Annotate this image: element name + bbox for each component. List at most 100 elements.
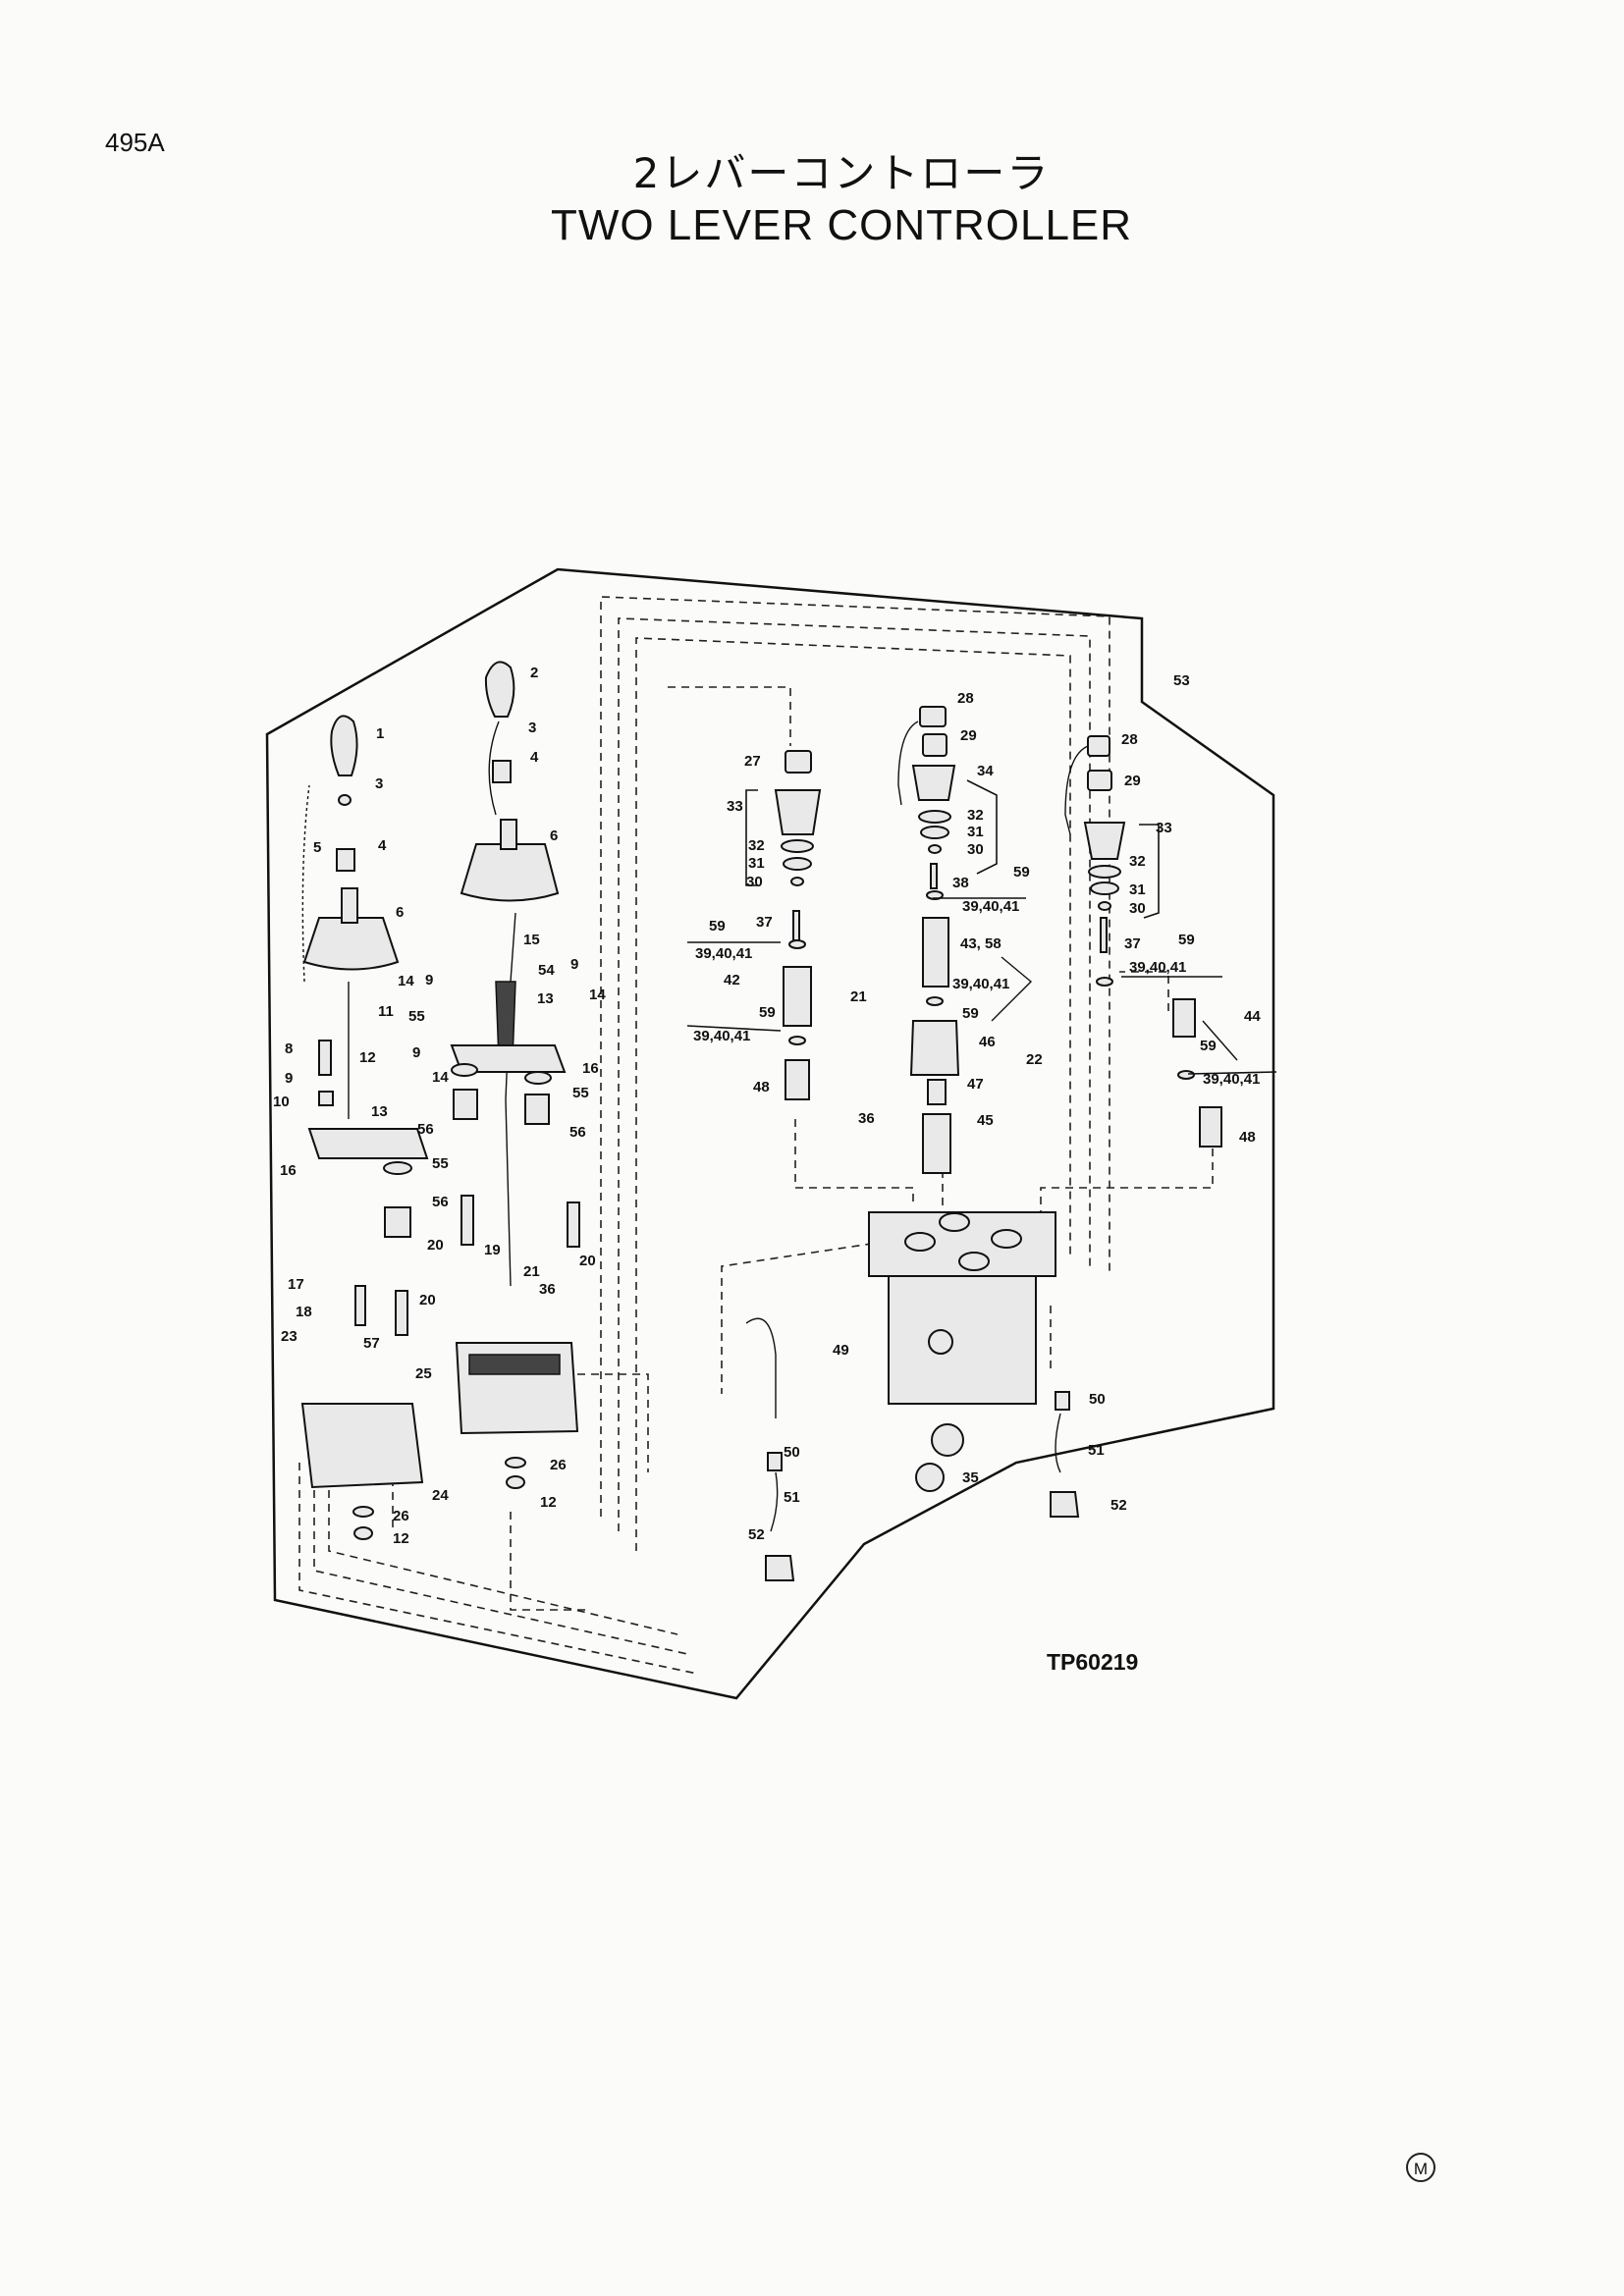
- callout: 12: [540, 1494, 557, 1511]
- right-lever-assembly: [450, 661, 580, 1489]
- callout: 46: [979, 1034, 996, 1050]
- callout: 52: [1110, 1497, 1127, 1514]
- grip-1: [330, 715, 358, 776]
- boot-6b: [460, 843, 560, 902]
- group-brackets: [686, 779, 1277, 1075]
- callout: 12: [393, 1530, 409, 1547]
- callout: 52: [748, 1526, 765, 1543]
- title-english: TWO LEVER CONTROLLER: [550, 201, 1133, 249]
- callout: 30: [1129, 900, 1146, 917]
- callout: 32: [748, 837, 765, 854]
- callout: 26: [550, 1457, 567, 1473]
- callout: 31: [967, 824, 984, 840]
- callout: 50: [784, 1444, 800, 1461]
- callout: 9: [425, 972, 433, 988]
- valve-stack-right: [1064, 735, 1222, 1148]
- callout: 4: [530, 749, 539, 766]
- callout: 28: [1121, 731, 1138, 748]
- callout: 59: [962, 1005, 979, 1022]
- callout: 37: [1124, 935, 1141, 952]
- callout: 20: [579, 1253, 596, 1269]
- callout: 14: [589, 987, 606, 1003]
- harness-right: [1050, 1391, 1080, 1518]
- callout: 23: [281, 1328, 298, 1345]
- callout: 2: [530, 665, 538, 681]
- base-24: [300, 1403, 424, 1489]
- callout: 3: [528, 720, 536, 736]
- assembly-boundary: [265, 567, 1275, 1700]
- callout: 59: [1200, 1038, 1217, 1054]
- callout-group: 39,40,41: [693, 1028, 750, 1044]
- callout: 48: [753, 1079, 770, 1095]
- callout: 33: [1156, 820, 1172, 836]
- callout: 43, 58: [960, 935, 1001, 952]
- valve-block-49: [868, 1211, 1056, 1492]
- callout: 29: [960, 727, 977, 744]
- callout: 59: [709, 918, 726, 934]
- callout: 44: [1244, 1008, 1261, 1025]
- valve-stack-left: [774, 750, 822, 1100]
- callout: 36: [539, 1281, 556, 1298]
- callout: 45: [977, 1112, 994, 1129]
- callout-group: 39,40,41: [1129, 959, 1186, 976]
- callout: 21: [523, 1263, 540, 1280]
- callout: 28: [957, 690, 974, 707]
- callout: 36: [858, 1110, 875, 1127]
- callout: 16: [280, 1162, 297, 1179]
- callout: 14: [398, 973, 414, 989]
- callout: 29: [1124, 773, 1141, 789]
- callout: 21: [850, 988, 867, 1005]
- callout: 53: [1173, 672, 1190, 689]
- callout: 25: [415, 1365, 432, 1382]
- callout-group: 39,40,41: [962, 898, 1019, 915]
- callout: 12: [359, 1049, 376, 1066]
- callout: 8: [285, 1041, 293, 1057]
- callout: 47: [967, 1076, 984, 1093]
- callout: 20: [427, 1237, 444, 1254]
- callout: 6: [550, 828, 558, 844]
- callout: 13: [537, 990, 554, 1007]
- left-lever-assembly: [300, 715, 429, 1540]
- callout: 14: [432, 1069, 449, 1086]
- callout: 54: [538, 962, 555, 979]
- callout: 38: [952, 875, 969, 891]
- callout: 32: [967, 807, 984, 824]
- callout: 37: [756, 914, 773, 931]
- callout: 56: [569, 1124, 586, 1141]
- callout: 55: [408, 1008, 425, 1025]
- callout: 6: [396, 904, 404, 921]
- callout: 3: [375, 775, 383, 792]
- corner-mark: M: [1406, 2153, 1435, 2182]
- callout: 51: [1088, 1442, 1105, 1459]
- callout: 55: [572, 1085, 589, 1101]
- callout: 59: [759, 1004, 776, 1021]
- callout: 9: [412, 1044, 420, 1061]
- callout: 33: [727, 798, 743, 815]
- callout: 51: [784, 1489, 800, 1506]
- callout: 30: [746, 874, 763, 890]
- callout-labels: 1 2 3 3 4 4 5 6 6 8 9 9 9 9 10 11 12 12 …: [273, 665, 1261, 1547]
- boot-6: [302, 917, 400, 971]
- callout-group: 39,40,41: [952, 976, 1009, 992]
- callout: 4: [378, 837, 387, 854]
- callout: 32: [1129, 853, 1146, 870]
- title-japanese: 2レバーコントローラ: [632, 149, 1051, 197]
- callout: 35: [962, 1469, 979, 1486]
- callout: 31: [748, 855, 765, 872]
- callout: 56: [417, 1121, 434, 1138]
- callout: 59: [1013, 864, 1030, 881]
- callout: 34: [977, 763, 994, 779]
- callout: 26: [393, 1508, 409, 1524]
- callout: 57: [363, 1335, 380, 1352]
- callout: 1: [376, 725, 384, 742]
- harness-left: [745, 1317, 795, 1581]
- callout: 13: [371, 1103, 388, 1120]
- callout: 42: [724, 972, 740, 988]
- callout: 9: [285, 1070, 293, 1087]
- figure-code: TP60219: [1047, 1649, 1139, 1675]
- callout: 20: [419, 1292, 436, 1308]
- callout: 50: [1089, 1391, 1106, 1408]
- callout: 56: [432, 1194, 449, 1210]
- callout: 48: [1239, 1129, 1256, 1146]
